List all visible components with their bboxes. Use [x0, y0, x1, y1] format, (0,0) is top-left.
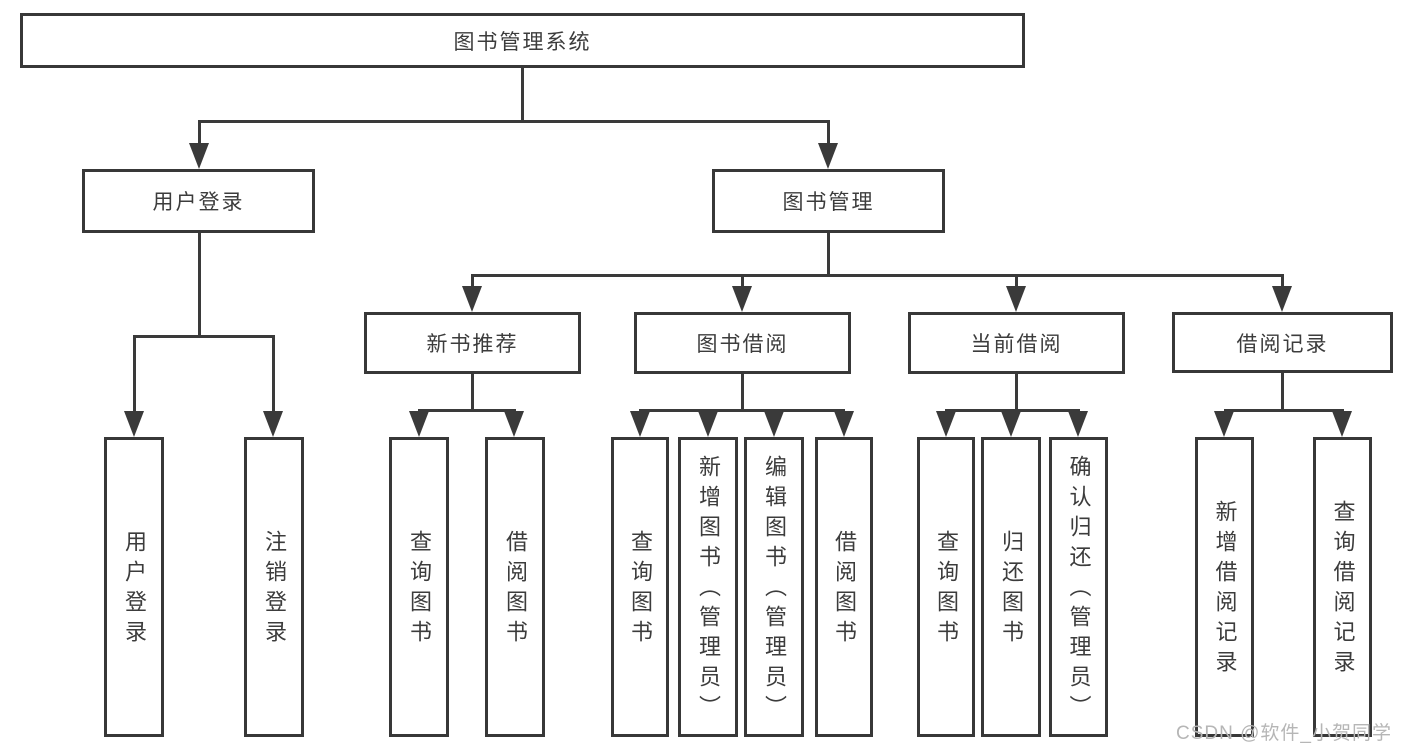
leaf-add-books-admin: 新增图书（管理员） — [678, 437, 738, 737]
leaf-add-borrow-record: 新增借阅记录 — [1195, 437, 1254, 737]
connector-line — [1015, 274, 1018, 290]
leaf-user-login: 用户登录 — [104, 437, 164, 737]
arrow-down-icon — [124, 411, 144, 437]
arrow-down-icon — [698, 411, 718, 437]
connector-line — [471, 274, 474, 290]
node-book-borrow: 图书借阅 — [634, 312, 851, 374]
node-book-management: 图书管理 — [712, 169, 945, 233]
node-new-book-recommend: 新书推荐 — [364, 312, 581, 374]
connector-line — [741, 274, 744, 290]
arrow-down-icon — [1001, 411, 1021, 437]
leaf-confirm-return-admin: 确认归还（管理员） — [1049, 437, 1108, 737]
arrow-down-icon — [189, 143, 209, 169]
node-user-login: 用户登录 — [82, 169, 315, 233]
connector-line — [471, 374, 474, 412]
connector-line — [272, 335, 275, 413]
connector-line — [827, 120, 830, 146]
leaf-query-books-current: 查询图书 — [917, 437, 975, 737]
arrow-down-icon — [1214, 411, 1234, 437]
csdn-watermark: CSDN @软件_小贺同学 — [1176, 723, 1392, 744]
node-current-borrow: 当前借阅 — [908, 312, 1125, 374]
leaf-borrow-books: 借阅图书 — [815, 437, 873, 737]
arrow-down-icon — [462, 286, 482, 312]
leaf-return-books: 归还图书 — [981, 437, 1041, 737]
arrow-down-icon — [263, 411, 283, 437]
arrow-down-icon — [764, 411, 784, 437]
connector-line — [1015, 374, 1018, 412]
connector-line — [1281, 274, 1284, 290]
arrow-down-icon — [504, 411, 524, 437]
node-library-management-system: 图书管理系统 — [20, 13, 1025, 68]
arrow-down-icon — [732, 286, 752, 312]
connector-line — [521, 68, 524, 122]
arrow-down-icon — [1332, 411, 1352, 437]
connector-line — [418, 409, 516, 412]
connector-line — [639, 409, 845, 412]
arrow-down-icon — [936, 411, 956, 437]
connector-line — [1224, 409, 1344, 412]
connector-line — [741, 374, 744, 412]
connector-line — [1281, 373, 1284, 412]
arrow-down-icon — [1006, 286, 1026, 312]
leaf-logout: 注销登录 — [244, 437, 304, 737]
arrow-down-icon — [1272, 286, 1292, 312]
connector-line — [827, 233, 830, 277]
connector-line — [198, 233, 201, 335]
leaf-query-books-recommend: 查询图书 — [389, 437, 449, 737]
connector-line — [471, 274, 1283, 277]
leaf-query-borrow-record: 查询借阅记录 — [1313, 437, 1372, 737]
arrow-down-icon — [630, 411, 650, 437]
arrow-down-icon — [834, 411, 854, 437]
connector-line — [133, 335, 136, 413]
arrow-down-icon — [409, 411, 429, 437]
connector-line — [198, 120, 201, 146]
connector-line — [198, 120, 830, 123]
leaf-query-books-borrow: 查询图书 — [611, 437, 669, 737]
arrow-down-icon — [1068, 411, 1088, 437]
node-borrow-records: 借阅记录 — [1172, 312, 1393, 373]
connector-line — [133, 335, 275, 338]
leaf-edit-books-admin: 编辑图书（管理员） — [744, 437, 804, 737]
leaf-borrow-books-recommend: 借阅图书 — [485, 437, 545, 737]
connector-line — [945, 409, 1080, 412]
arrow-down-icon — [818, 143, 838, 169]
